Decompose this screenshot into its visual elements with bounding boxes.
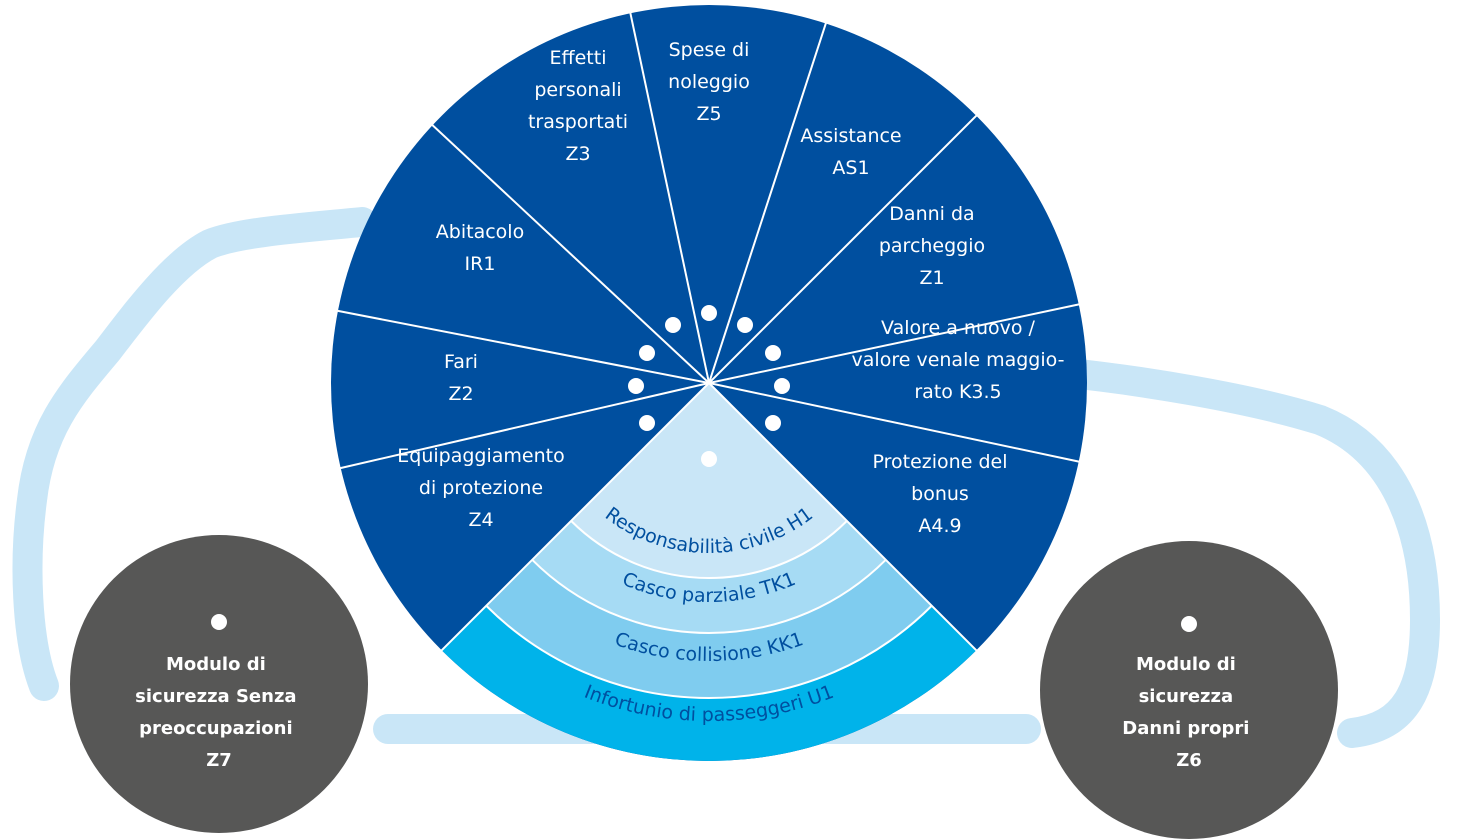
wheel-dot-icon	[211, 614, 227, 630]
segment-divider	[629, 11, 710, 384]
wheel-label: Modulo di sicurezza Senza preoccupazioni…	[135, 654, 303, 771]
segment-divider	[708, 382, 1081, 463]
wheel-circle	[70, 535, 368, 833]
wheel-label: Modulo di sicurezza Danni propri Z6	[1122, 654, 1256, 771]
marker-dot-icon	[701, 451, 717, 467]
ring-separator	[485, 605, 933, 700]
car-roof-rear	[12, 207, 377, 701]
marker-dot-icon	[628, 378, 644, 394]
ring-separator	[531, 559, 887, 635]
marker-dot-icon	[639, 415, 655, 431]
ring-band-3	[486, 559, 932, 698]
segment-divider	[430, 123, 710, 384]
segment-divider	[708, 113, 979, 384]
marker-dot-icon	[774, 378, 790, 394]
marker-dot-icon	[701, 305, 717, 321]
car-front	[1045, 357, 1440, 748]
marker-dot-icon	[765, 345, 781, 361]
marker-dot-icon	[665, 317, 681, 333]
marker-dot-icon	[737, 317, 753, 333]
segment-divider	[439, 382, 710, 653]
segment-divider	[338, 382, 710, 470]
segment-label: Valore a nuovo /valore venale maggio-rat…	[852, 317, 1065, 403]
ring-band-4	[441, 605, 977, 762]
wheel-module-z7: Modulo di sicurezza Senza preoccupazioni…	[70, 535, 368, 833]
ring-separator	[570, 520, 848, 579]
segment-divider	[708, 382, 979, 653]
wheel-module-z6: Modulo di sicurezza Danni propri Z6	[1040, 541, 1338, 839]
ring-band-2	[532, 520, 886, 633]
marker-dot-icon	[639, 345, 655, 361]
segment-divider	[708, 303, 1081, 384]
wheel-dot-icon	[1181, 616, 1197, 632]
marker-dot-icon	[765, 415, 781, 431]
segment-divider	[708, 21, 828, 384]
ring-band-1	[571, 383, 847, 578]
wheel-circle	[1040, 541, 1338, 839]
segment-divider	[335, 309, 710, 384]
